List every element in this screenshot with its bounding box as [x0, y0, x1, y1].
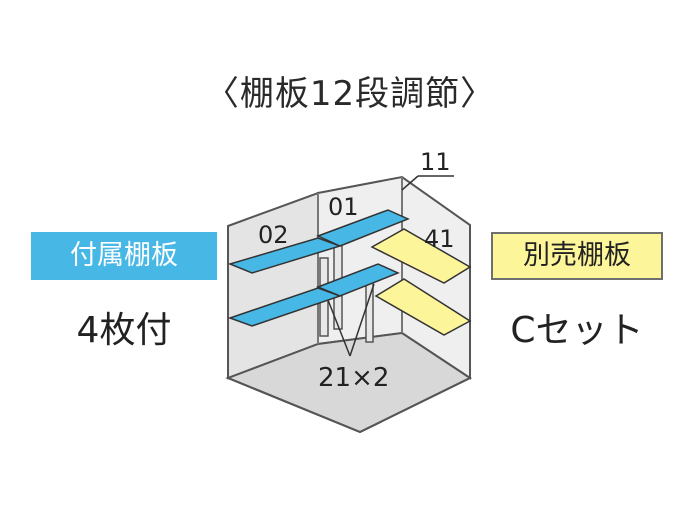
shelf-attached [315, 263, 400, 297]
leader-21b [327, 299, 351, 357]
shelf-separate [370, 228, 472, 284]
label-01: 01 [328, 193, 359, 221]
shelf-attached [316, 209, 410, 247]
leader-21 [349, 283, 375, 357]
label-02: 02 [258, 221, 289, 249]
sold-separately-set: Cセット [510, 310, 644, 351]
leader-11 [401, 175, 419, 191]
label-21x2: 21×2 [318, 363, 389, 393]
shelf-separate [374, 278, 472, 336]
label-41: 41 [424, 225, 455, 253]
attached-shelves-quantity: 4枚付 [76, 310, 172, 351]
front-right-edge [359, 377, 471, 433]
attached-shelves-badge: 付属棚板 [31, 232, 217, 280]
sold-separately-badge: 別売棚板 [491, 232, 663, 280]
front-left-edge [227, 377, 361, 433]
label-11: 11 [420, 148, 451, 176]
title: 〈棚板12段調節〉 [204, 74, 496, 114]
